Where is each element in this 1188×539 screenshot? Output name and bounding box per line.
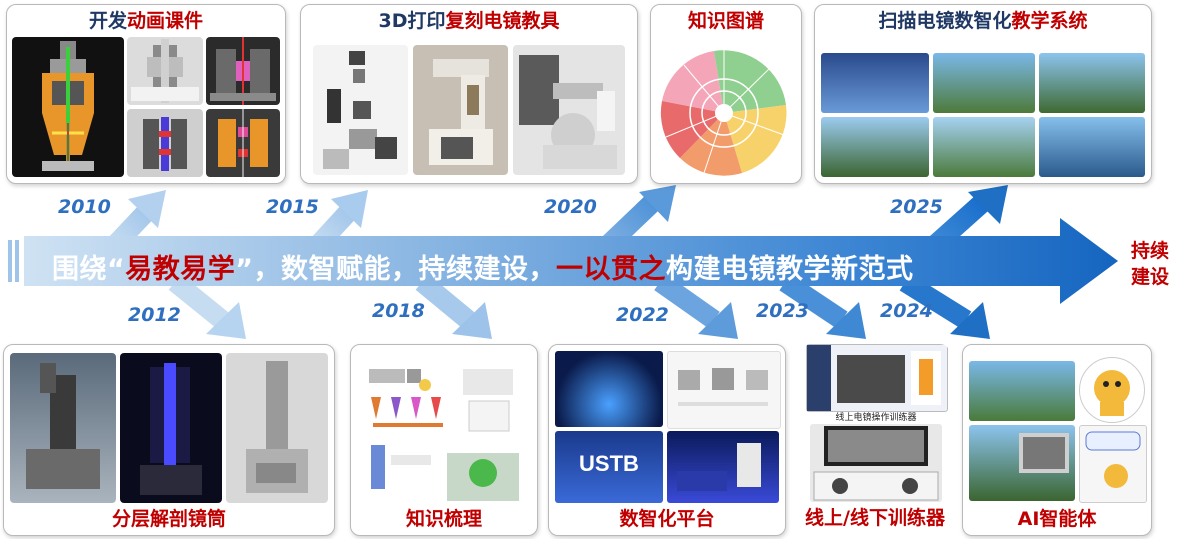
panel-digital-teaching-system: 扫描电镜数智化教学系统 <box>814 4 1152 184</box>
printed-microscope-photo <box>413 45 508 175</box>
year-label: 2012 <box>128 304 181 326</box>
ai-scene-screenshot <box>969 361 1075 421</box>
panel-knowledge-graph: 知识图谱 <box>650 4 802 184</box>
system-screenshot <box>933 53 1035 113</box>
branch-arrow-down-2012 <box>168 274 246 339</box>
system-screenshot <box>821 53 929 113</box>
system-screenshot <box>1039 53 1145 113</box>
banner-stripe <box>15 240 19 282</box>
panel-title: 分层解剖镜筒 <box>111 508 226 530</box>
ai-chat-bubble <box>1079 425 1147 503</box>
ustb-logo-text: USTB <box>579 451 639 476</box>
panel-layered-column: 分层解剖镜筒 <box>3 344 335 536</box>
panel-digital-platform: USTB 数智化平台 <box>548 344 786 536</box>
knowledge-diagram-image <box>369 369 519 501</box>
panel-title: 3D打印复刻电镜教具 <box>378 10 560 32</box>
ai-mascot-avatar <box>1079 357 1145 423</box>
system-screenshot <box>1039 117 1145 177</box>
knowledge-graph-wheel <box>660 50 787 176</box>
column-animation-image <box>127 109 203 177</box>
panel-title: 知识图谱 <box>687 10 764 32</box>
system-screenshot <box>821 117 929 177</box>
year-label: 2022 <box>616 304 669 326</box>
banner-stripe <box>8 240 12 282</box>
panel-title: AI智能体 <box>1017 508 1097 530</box>
panel-title: 知识梳理 <box>405 508 482 530</box>
online-trainer-screenshot <box>806 344 948 412</box>
panel-ai-agent: AI智能体 <box>962 344 1152 536</box>
year-label: 2010 <box>58 196 111 218</box>
slogan-highlight-2: 一以贯之 <box>556 254 666 285</box>
year-label: 2025 <box>890 196 943 218</box>
branch-arrow-down-2024 <box>899 273 990 339</box>
platform-login-screenshot <box>555 351 663 427</box>
branch-arrow-down-2018 <box>415 274 492 339</box>
slogan-highlight-1: 易教易学 <box>125 254 236 285</box>
panel-title: 扫描电镜数智化教学系统 <box>878 10 1088 32</box>
column-animation-image <box>127 37 203 105</box>
main-arrow <box>24 218 1118 304</box>
year-label: 2018 <box>372 300 425 322</box>
panel-trainer: 线上电镜操作训练器 线上/线下训练器 <box>800 344 950 534</box>
platform-equipment-screenshot <box>667 351 781 429</box>
platform-ustb-screenshot: USTB <box>555 431 663 503</box>
printed-microscope-photo <box>513 45 625 175</box>
column-animation-image <box>206 109 280 177</box>
column-model-photo <box>226 353 328 503</box>
panel-animation-courseware: 开发动画课件 <box>6 4 286 184</box>
platform-dashboard-screenshot <box>667 431 779 503</box>
banner-slogan: 围绕“易教易学”，数智赋能，持续建设，一以贯之构建电镜教学新范式 <box>52 254 914 285</box>
exploded-model-image <box>313 45 408 175</box>
ai-chat-screenshot <box>969 425 1075 501</box>
trainer-caption: 线上电镜操作训练器 <box>835 413 917 423</box>
arrow-end-label: 持续 建设 <box>1130 240 1169 288</box>
year-label: 2024 <box>880 300 933 322</box>
panel-title: 数智化平台 <box>619 508 715 530</box>
branch-arrow-down-2022 <box>654 273 738 339</box>
panel-3d-printed-aids: 3D打印复刻电镜教具 <box>300 4 638 184</box>
column-animation-image <box>12 37 124 177</box>
column-animation-image <box>206 37 280 105</box>
offline-trainer-photo <box>810 424 942 502</box>
column-model-photo <box>10 353 116 503</box>
year-label: 2023 <box>756 300 809 322</box>
panel-title: 线上/线下训练器 <box>805 507 945 529</box>
panel-title: 开发动画课件 <box>88 10 204 32</box>
system-screenshot <box>933 117 1035 177</box>
year-label: 2015 <box>266 196 319 218</box>
panel-knowledge-sorting: 知识梳理 <box>350 344 538 536</box>
branch-arrow-down-2023 <box>779 273 866 339</box>
column-model-photo <box>120 353 222 503</box>
year-label: 2020 <box>544 196 597 218</box>
